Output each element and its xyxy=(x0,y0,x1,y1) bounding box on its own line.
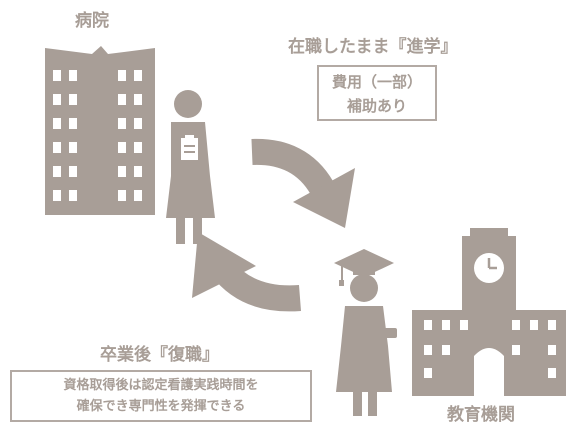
flow-to-hospital-note-line2: 確保でき専門性を発揮できる xyxy=(76,399,246,414)
flow-to-hospital-title: 卒業後『復職』 xyxy=(100,345,219,365)
flow-to-school-note-line2: 補助あり xyxy=(346,97,407,115)
flow-to-school-note-line1: 費用（一部） xyxy=(331,73,422,91)
school-building-icon xyxy=(412,228,566,396)
hospital-label: 病院 xyxy=(75,11,109,31)
arrow-to-hospital-icon xyxy=(192,232,301,312)
flow-to-school-title: 在職したまま『進学』 xyxy=(288,37,458,57)
school-label: 教育機関 xyxy=(447,405,515,425)
flow-to-school-note: 費用（一部） 補助あり xyxy=(317,65,437,121)
hospital-building-icon xyxy=(45,46,155,215)
graduate-icon xyxy=(334,249,397,416)
nurse-icon xyxy=(166,90,215,244)
flow-to-hospital-note: 資格取得後は認定看護実践時間を 確保でき専門性を発揮できる xyxy=(10,370,312,422)
flow-to-hospital-note-line1: 資格取得後は認定看護実践時間を xyxy=(63,378,259,393)
arrow-to-school-icon xyxy=(251,138,355,228)
